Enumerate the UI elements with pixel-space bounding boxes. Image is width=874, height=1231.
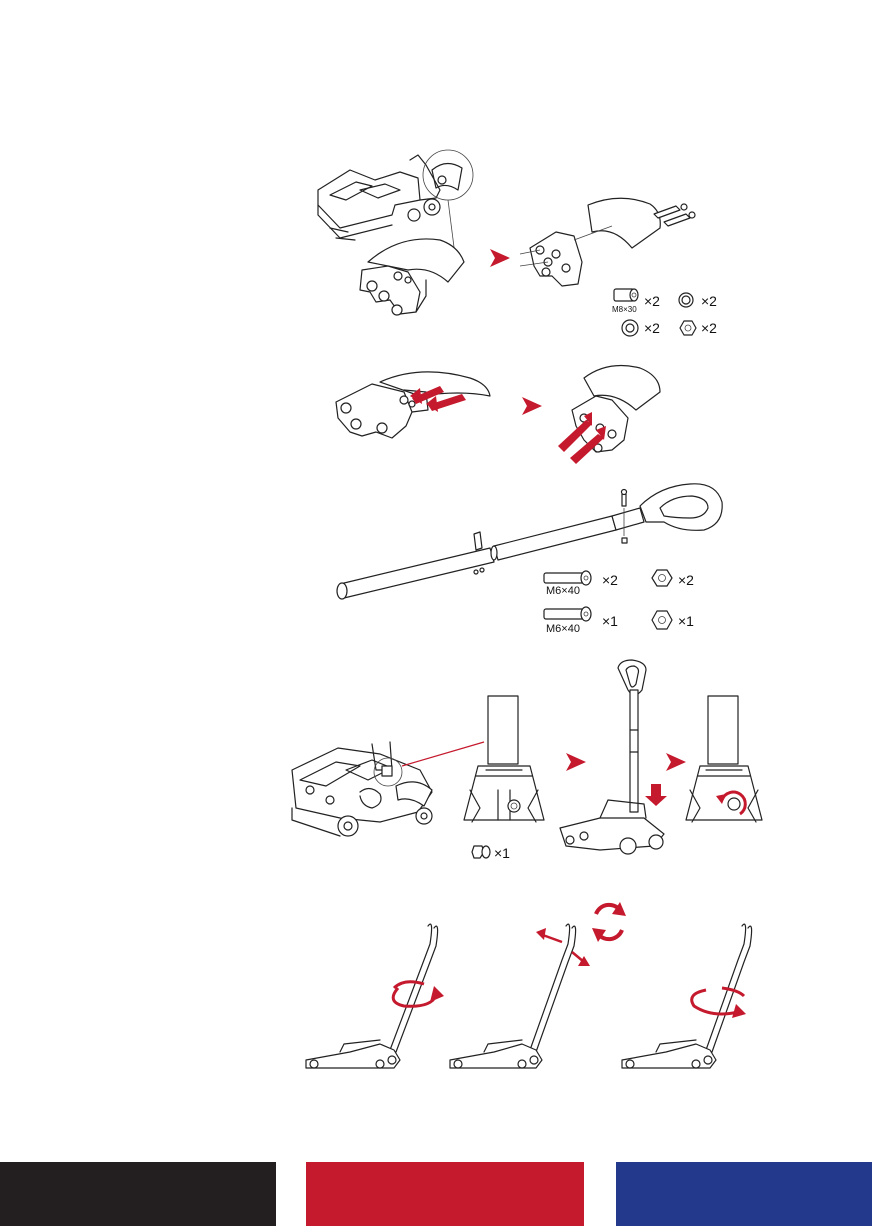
bolt-b-spec: M6×40 (546, 623, 580, 635)
step2-saddle-side (336, 372, 490, 438)
arrow-right-icon (666, 753, 686, 771)
footer-black-bar (0, 1162, 276, 1226)
bolt-b-qty: ×1 (602, 613, 618, 629)
bolt-m8-spec: M8×30 (612, 305, 637, 314)
lock-nut-icon (652, 611, 672, 629)
arrow-right-icon (522, 397, 542, 415)
arrow-right-icon (490, 249, 510, 267)
footer-red-bar (306, 1162, 584, 1226)
bolt-a-spec: M6×40 (546, 585, 580, 597)
step3-hardware-list: M6×40 ×2 ×2 M6×40 ×1 ×1 (544, 570, 694, 635)
bolt-m8-icon (614, 289, 638, 301)
step5-jack-close-valve (306, 924, 444, 1068)
step5-jack-pump (450, 924, 590, 1068)
step4-socket-closeup (464, 696, 544, 822)
footer-blue-bar (616, 1162, 872, 1226)
flat-washer-icon (622, 320, 638, 336)
hex-nut-icon (680, 321, 696, 335)
nut-a-qty: ×2 (678, 572, 694, 588)
arrow-right-icon (566, 753, 586, 771)
bolt-m8-qty: ×2 (644, 293, 660, 309)
lock-washer-icon (679, 293, 693, 307)
step1-jack-front-view (318, 150, 473, 255)
cap-nut-qty: ×1 (494, 845, 510, 861)
hex-nut-qty: ×2 (701, 320, 717, 336)
step1-exploded-saddle (520, 198, 695, 286)
bolt-a-qty: ×2 (602, 572, 618, 588)
step1-hardware-list: M8×30 ×2 ×2 ×2 ×2 (612, 289, 717, 336)
step4-handle-insert (560, 660, 667, 854)
hex-nut-icon (652, 570, 672, 586)
step5-jack-open-valve (622, 924, 752, 1068)
rotate-icon (592, 902, 626, 942)
step2-saddle-front (572, 366, 660, 452)
step4-jack-perspective (292, 742, 484, 836)
nut-b-qty: ×1 (678, 613, 694, 629)
step1-saddle-part (360, 239, 464, 315)
step4-socket-tightened (686, 696, 762, 822)
lock-washer-qty: ×2 (701, 293, 717, 309)
bolt-m6-long-icon (544, 607, 591, 621)
cap-nut-icon (472, 846, 490, 858)
bolt-m6-long-icon (544, 571, 591, 585)
flat-washer-qty: ×2 (644, 320, 660, 336)
